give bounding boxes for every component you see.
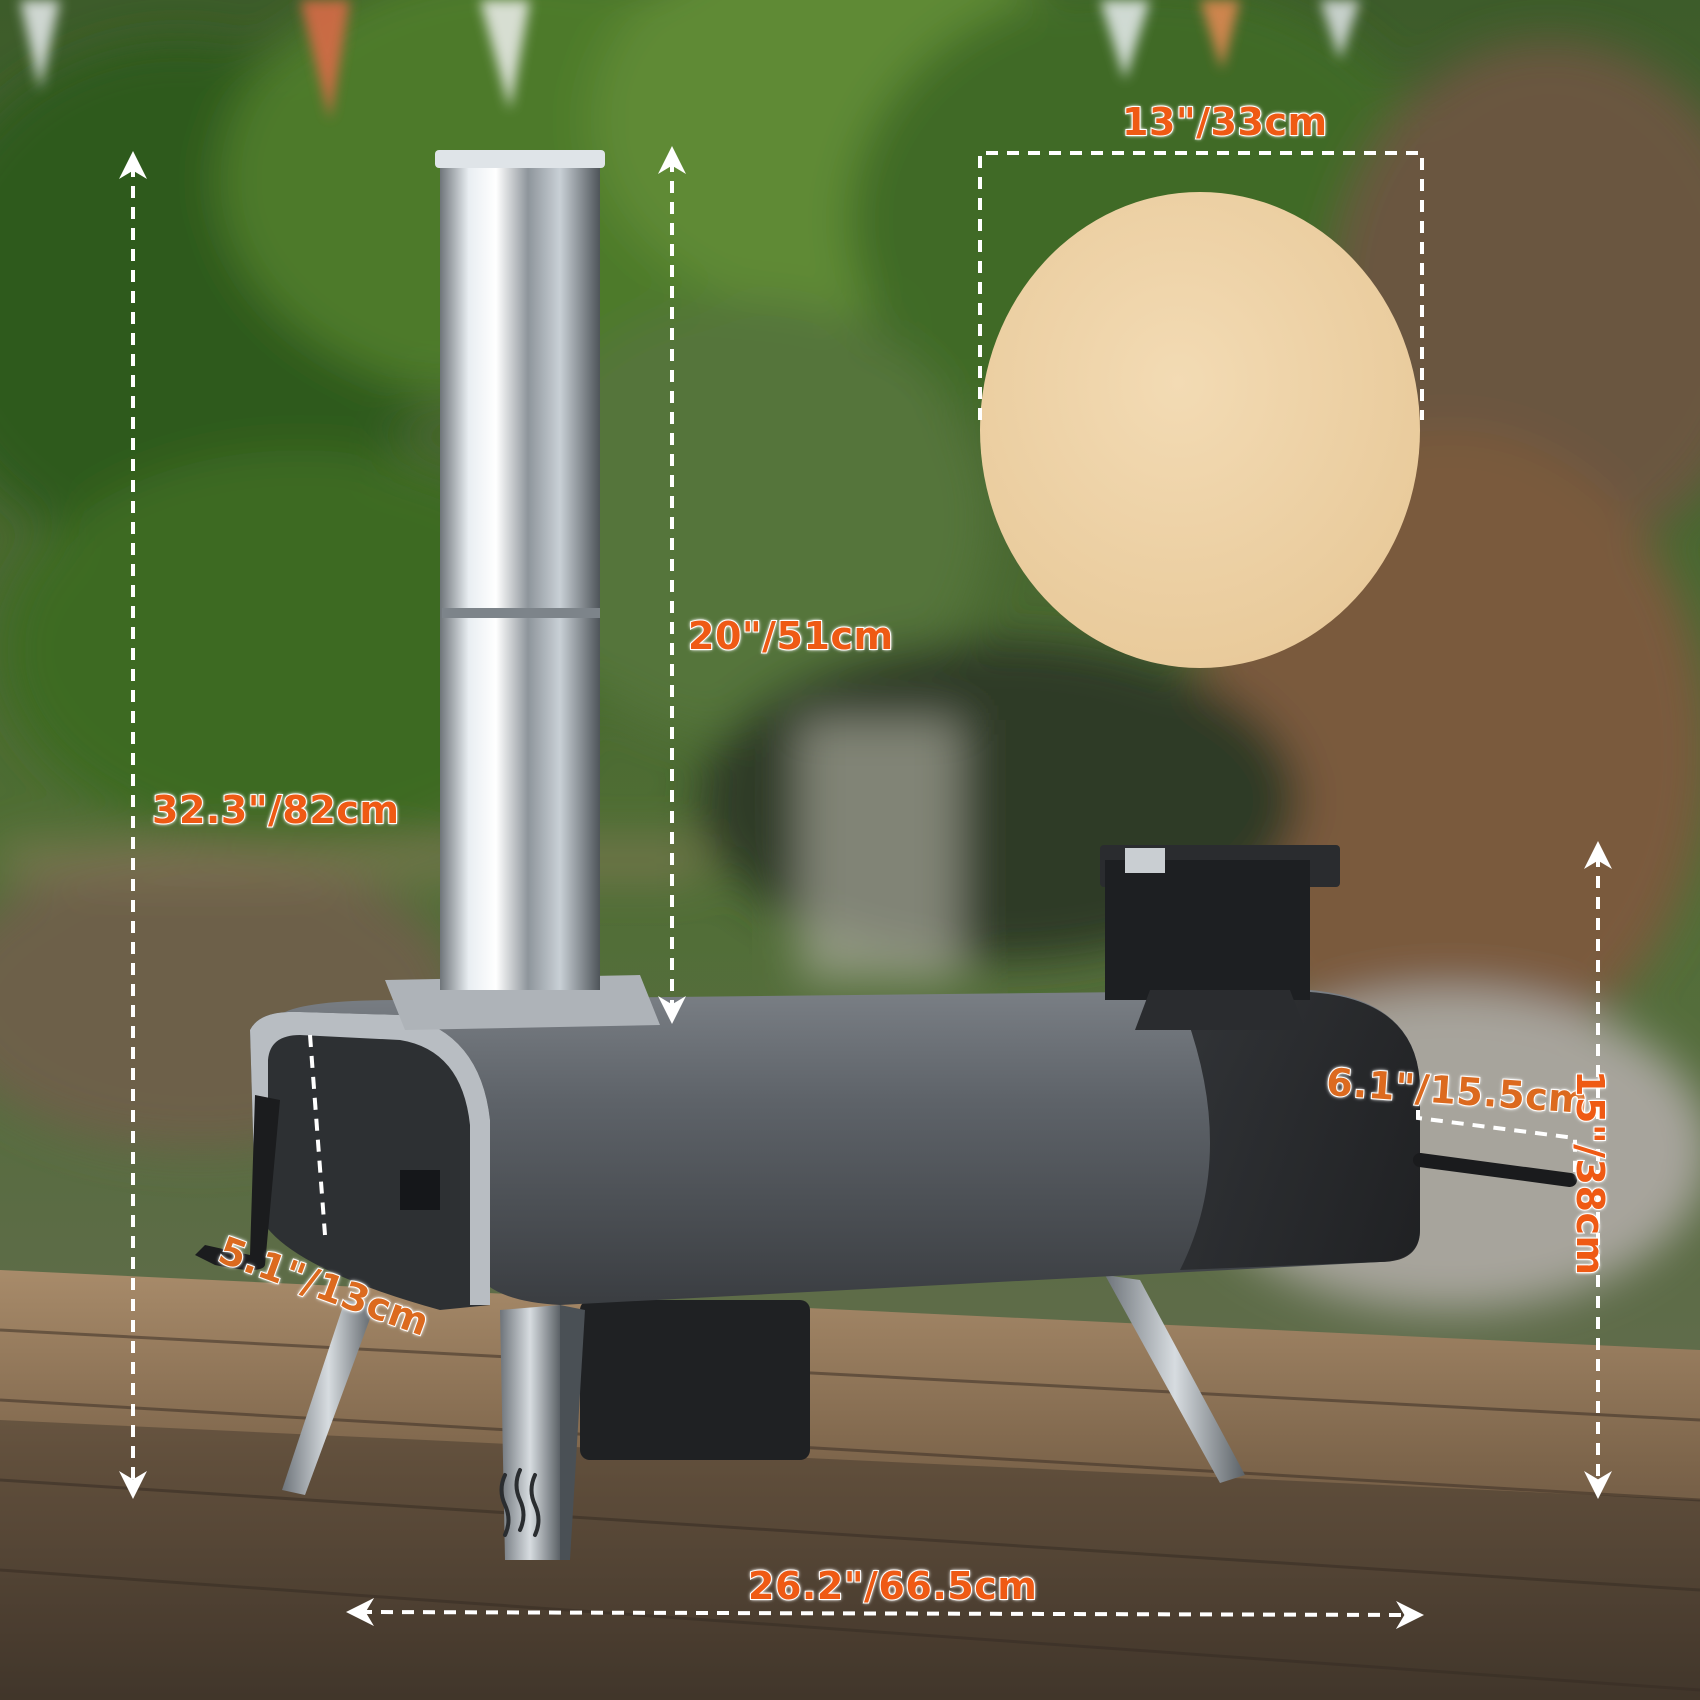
stone-diameter-box <box>978 151 1424 420</box>
dimension-lines <box>119 146 1612 1629</box>
pizza-oven <box>195 150 1577 1560</box>
heat-icon <box>499 1468 541 1537</box>
stone-diameter-label: 13"/33cm <box>1121 99 1328 145</box>
wooden-table <box>0 1270 1700 1700</box>
total-height-label: 32.3"/82cm <box>151 787 400 833</box>
total-width-line <box>346 1598 1424 1629</box>
chimney-height-label: 20"/51cm <box>687 613 894 659</box>
pizza-stone <box>980 192 1420 668</box>
handle-length-bracket <box>1416 1110 1577 1172</box>
total-width-label: 26.2"/66.5cm <box>747 1563 1038 1609</box>
body-height-label: 15"/38cm <box>1567 1069 1613 1277</box>
